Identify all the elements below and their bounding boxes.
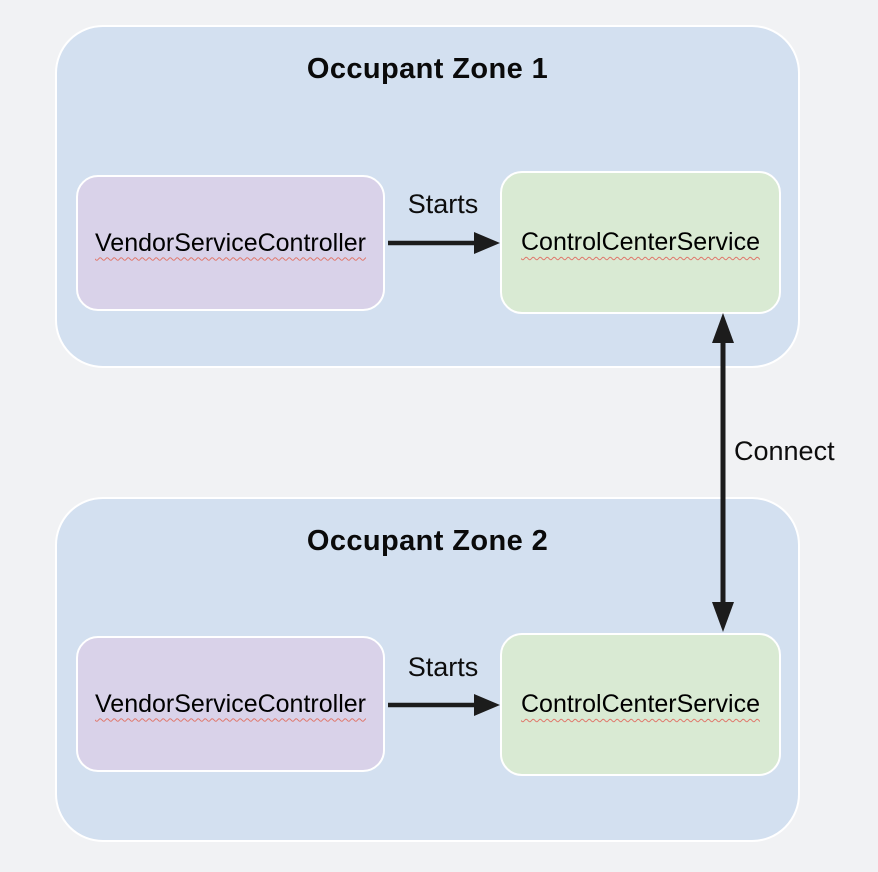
zone-2-control-center-service-node: ControlCenterService bbox=[500, 633, 781, 776]
connect-edge-label: Connect bbox=[734, 436, 835, 466]
connect-double-arrow-icon bbox=[712, 313, 734, 632]
zone-2-control-node-label: ControlCenterService bbox=[521, 690, 760, 718]
zone-1-starts-arrow-icon bbox=[388, 232, 500, 254]
zone-1-vendor-service-controller-node: VendorServiceController bbox=[76, 175, 385, 311]
zone-1-starts-edge-label: Starts bbox=[407, 189, 479, 219]
occupant-zone-1: Occupant Zone 1 VendorServiceController … bbox=[55, 25, 800, 368]
zone-1-vendor-node-label: VendorServiceController bbox=[95, 228, 366, 257]
zone-2-starts-arrow-icon bbox=[388, 694, 500, 716]
zone-2-title: Occupant Zone 2 bbox=[306, 525, 549, 557]
zone-2-starts-edge-label: Starts bbox=[407, 652, 479, 682]
zone-1-control-center-service-node: ControlCenterService bbox=[500, 171, 781, 314]
zone-1-title: Occupant Zone 1 bbox=[306, 53, 549, 85]
zone-2-vendor-node-label: VendorServiceController bbox=[95, 689, 366, 718]
occupant-zone-2: Occupant Zone 2 VendorServiceController … bbox=[55, 497, 800, 842]
zone-1-control-node-label: ControlCenterService bbox=[521, 228, 760, 256]
zone-2-vendor-service-controller-node: VendorServiceController bbox=[76, 636, 385, 772]
